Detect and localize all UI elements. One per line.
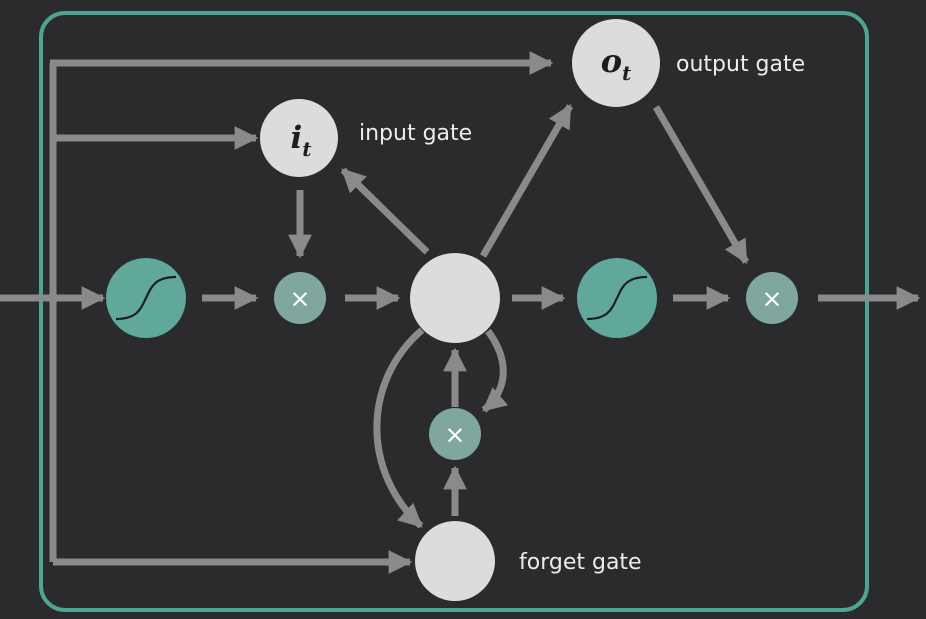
multiply-symbol: × <box>290 284 311 313</box>
forget-gate-label: forget gate <box>519 550 642 575</box>
cell-to-output-gate-arrow <box>479 103 574 258</box>
input-gate-node: it <box>260 99 338 177</box>
output-gate-symbol: ot <box>601 42 632 85</box>
output-gate-node: ot <box>572 19 660 107</box>
cell-boundary <box>39 11 869 612</box>
input-gate-label: input gate <box>359 121 472 146</box>
cell-self-loop-arrow <box>481 328 509 413</box>
output-gate-label: output gate <box>676 52 805 77</box>
multiply-node-3: × <box>429 408 481 460</box>
multiply-symbol: × <box>445 420 466 449</box>
sigmoid-curve-icon <box>586 275 648 321</box>
input-gate-symbol: it <box>290 120 312 161</box>
cell-to-forget-gate-arrow <box>373 327 425 529</box>
cell-state-node <box>410 253 500 343</box>
multiply-node-1: × <box>274 272 326 324</box>
activation-node-1 <box>106 258 186 338</box>
activation-node-2 <box>577 258 657 338</box>
cell-to-input-gate-arrow <box>340 167 430 255</box>
forget-gate-node <box>415 521 495 601</box>
sigmoid-curve-icon <box>115 275 177 321</box>
multiply-symbol: × <box>762 284 783 313</box>
multiply-node-2: × <box>746 272 798 324</box>
output-gate-to-mult2-arrow <box>652 105 750 265</box>
